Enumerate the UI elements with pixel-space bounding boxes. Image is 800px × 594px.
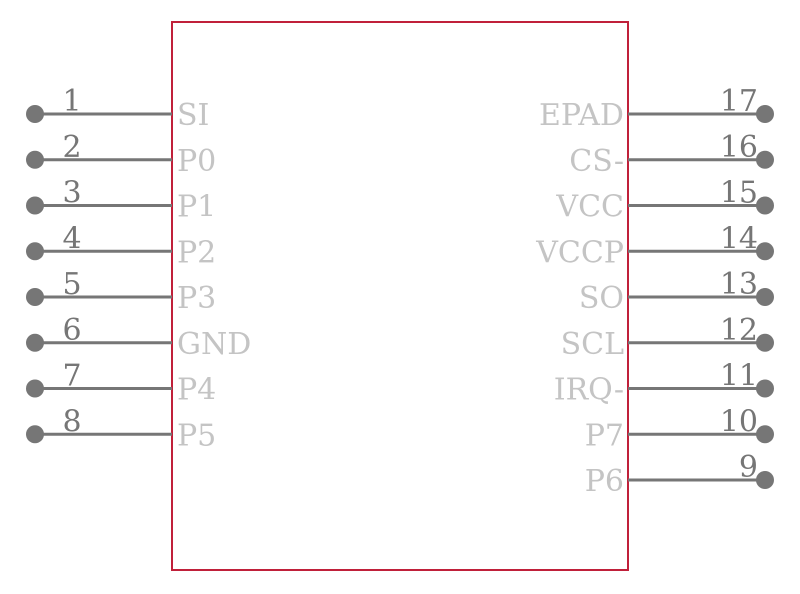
pin-15: 15 VCC xyxy=(555,176,774,225)
pin-number: 11 xyxy=(720,359,758,394)
pin-7: 7 P4 xyxy=(26,359,216,408)
pin-number: 10 xyxy=(720,404,758,439)
pin-name-label: P4 xyxy=(177,373,216,408)
pin-9: 9 P6 xyxy=(585,450,774,499)
pin-5: 5 P3 xyxy=(26,267,216,316)
pin-terminal-dot xyxy=(756,196,774,215)
pin-11: 11 IRQ- xyxy=(554,359,774,408)
pin-number: 13 xyxy=(720,267,758,302)
pin-4: 4 P2 xyxy=(26,221,216,270)
pin-number: 14 xyxy=(720,221,758,256)
pin-terminal-dot xyxy=(756,333,774,352)
pin-name-label: CS- xyxy=(569,144,624,179)
pin-name-label: P1 xyxy=(177,190,216,225)
pin-terminal-dot xyxy=(26,333,44,352)
pin-name-label: SO xyxy=(579,281,624,316)
pin-number: 1 xyxy=(62,84,81,119)
pin-2: 2 P0 xyxy=(26,130,216,179)
pin-name-label: EPAD xyxy=(539,98,624,133)
pin-terminal-dot xyxy=(26,288,44,306)
pin-terminal-dot xyxy=(26,242,44,261)
pin-number: 5 xyxy=(62,267,81,302)
pin-name-label: P6 xyxy=(585,464,624,499)
pin-terminal-dot xyxy=(26,196,44,215)
pin-1: 1 SI xyxy=(26,84,209,133)
pin-6: 6 GND xyxy=(26,313,251,362)
pin-name-label: VCC xyxy=(555,190,624,225)
pin-terminal-dot xyxy=(756,150,774,169)
pin-name-label: P0 xyxy=(177,144,216,179)
pin-name-label: GND xyxy=(177,327,251,362)
pin-terminal-dot xyxy=(26,379,44,398)
pin-number: 3 xyxy=(62,176,81,211)
pin-terminal-dot xyxy=(756,105,774,123)
pin-terminal-dot xyxy=(756,379,774,398)
pin-number: 8 xyxy=(62,404,81,439)
pin-terminal-dot xyxy=(26,150,44,169)
pin-number: 16 xyxy=(720,130,758,165)
pin-number: 6 xyxy=(62,313,81,348)
pin-3: 3 P1 xyxy=(26,176,216,225)
pin-terminal-dot xyxy=(756,425,774,444)
pin-number: 15 xyxy=(720,176,758,211)
right-pin-group: 17EPAD16CS-15VCC14VCCP13SO12SCL11IRQ-10P… xyxy=(535,84,774,499)
pin-name-label: SCL xyxy=(561,327,625,362)
pin-10: 10 P7 xyxy=(585,404,774,453)
pin-name-label: P3 xyxy=(177,281,216,316)
pin-terminal-dot xyxy=(756,471,774,489)
pin-12: 12 SCL xyxy=(561,313,774,362)
pin-number: 7 xyxy=(62,359,81,394)
pin-number: 17 xyxy=(720,84,758,119)
left-pin-group: 1 SI 2 P0 3 P1 4 P2 5 P3 6 GND 7 P4 8 P5 xyxy=(26,84,251,453)
pin-number: 2 xyxy=(62,130,81,165)
pin-terminal-dot xyxy=(26,105,44,123)
pin-name-label: IRQ- xyxy=(554,373,624,408)
pin-name-label: P2 xyxy=(177,235,216,270)
pin-number: 4 xyxy=(62,221,81,256)
pin-8: 8 P5 xyxy=(26,404,216,453)
pin-number: 9 xyxy=(739,450,758,485)
pin-terminal-dot xyxy=(26,425,44,444)
pin-14: 14 VCCP xyxy=(535,221,774,270)
pin-16: 16 CS- xyxy=(569,130,774,179)
pin-terminal-dot xyxy=(756,288,774,306)
pin-name-label: P7 xyxy=(585,418,624,453)
pin-13: 13 SO xyxy=(579,267,774,316)
pin-17: 17 EPAD xyxy=(539,84,774,133)
pin-name-label: VCCP xyxy=(535,235,624,270)
pin-name-label: P5 xyxy=(177,418,216,453)
pin-terminal-dot xyxy=(756,242,774,261)
pin-number: 12 xyxy=(720,313,758,348)
pin-name-label: SI xyxy=(177,98,209,133)
